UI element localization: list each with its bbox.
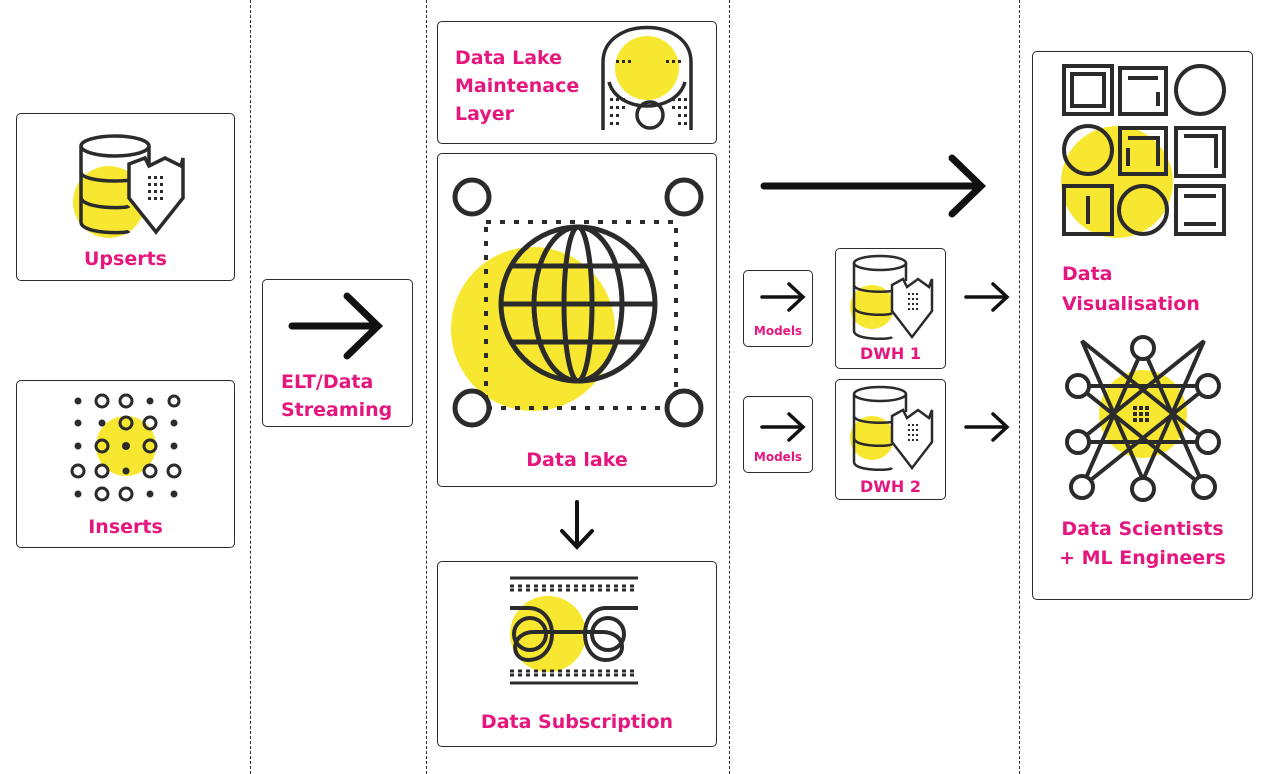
dwh1-label: DWH 1: [859, 344, 922, 363]
maintenance-label-line2: Maintenace: [455, 75, 580, 97]
upserts-label: Upserts: [84, 248, 167, 270]
data-subscription-box: Data Subscription: [437, 561, 717, 747]
globe-icon: [451, 177, 704, 428]
elt-label-line2: Streaming: [281, 399, 393, 421]
database-shield-icon: [850, 385, 934, 472]
separator-2: [426, 0, 427, 774]
network-star-icon: [1065, 335, 1221, 502]
data-lake-label: Data lake: [526, 449, 628, 471]
arrow-right-icon: [760, 282, 806, 312]
maintenance-label-line3: Layer: [455, 103, 514, 125]
models-box-1: Models: [743, 270, 813, 347]
dots-grid-icon: [70, 393, 182, 502]
database-shield-icon: [850, 254, 934, 341]
arrow-right-icon: [760, 412, 806, 442]
scientists-label-line2: + ML Engineers: [1059, 547, 1226, 569]
arch-icon: [601, 25, 693, 130]
viz-label-line2: Visualisation: [1062, 293, 1200, 315]
maintenance-label-line1: Data Lake: [455, 47, 563, 69]
database-shield-icon: [73, 134, 185, 238]
viz-label-line1: Data: [1062, 263, 1113, 285]
elt-label-line1: ELT/Data: [281, 371, 374, 393]
data-subscription-label: Data Subscription: [480, 711, 674, 733]
dwh2-box: DWH 2: [835, 379, 946, 500]
inserts-label: Inserts: [88, 516, 163, 538]
elt-streaming-box: ELT/Data Streaming: [262, 279, 413, 427]
arrow-right-icon: [288, 292, 384, 360]
separator-3: [729, 0, 730, 774]
inserts-box: Inserts: [16, 380, 235, 548]
dwh1-box: DWH 1: [835, 248, 946, 369]
dwh2-label: DWH 2: [859, 477, 922, 496]
dashboard-icon: [1061, 64, 1226, 238]
outputs-box: Data Visualisation Data Scientists + ML …: [1032, 51, 1253, 600]
separator-1: [250, 0, 251, 774]
arrow-right-icon: [964, 412, 1010, 442]
arrow-right-icon: [964, 282, 1010, 312]
models-label-2: Models: [753, 450, 803, 464]
scientists-label-line1: Data Scientists: [1061, 518, 1224, 540]
maintenance-layer-box: Data Lake Maintenace Layer: [437, 21, 717, 144]
models-box-2: Models: [743, 396, 813, 473]
infinity-icon: [510, 576, 638, 685]
models-label-1: Models: [753, 324, 803, 338]
upserts-box: Upserts: [16, 113, 235, 281]
data-lake-box: Data lake: [437, 153, 717, 487]
separator-4: [1019, 0, 1020, 774]
